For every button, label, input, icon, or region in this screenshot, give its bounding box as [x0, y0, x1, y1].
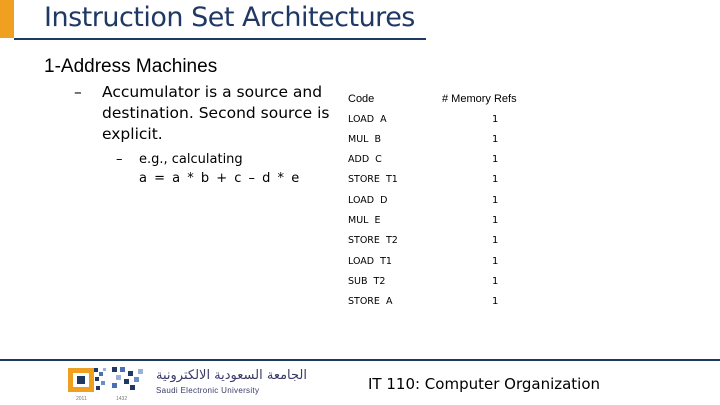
table-row: LOAD A 1: [348, 114, 548, 134]
bullet-sub-text: e.g., calculating: [139, 152, 243, 167]
slide-subtitle: 1-Address Machines: [44, 56, 218, 77]
bullet-dash: –: [74, 83, 82, 101]
row-code: LOAD D: [348, 195, 388, 206]
logo-english-name: Saudi Electronic University: [156, 386, 260, 395]
row-memory-refs: 1: [492, 276, 499, 287]
table-header-memory-refs: # Memory Refs: [442, 93, 517, 105]
row-memory-refs: 1: [492, 296, 499, 307]
table-row: LOAD T1 1: [348, 256, 548, 276]
logo-year-right: 1432: [116, 396, 128, 402]
logo-arabic-name: الجامعة السعودية الالكترونية: [156, 368, 307, 383]
title-accent-bar: [0, 0, 14, 38]
row-code: LOAD T1: [348, 256, 392, 267]
row-memory-refs: 1: [492, 174, 499, 185]
row-code: STORE T1: [348, 174, 398, 185]
row-code: SUB T2: [348, 276, 386, 287]
row-code: LOAD A: [348, 114, 387, 125]
row-code: STORE A: [348, 296, 393, 307]
table-row: MUL E 1: [348, 215, 548, 235]
slide-title: Instruction Set Architectures: [44, 2, 415, 33]
table-row: ADD C 1: [348, 154, 548, 174]
row-memory-refs: 1: [492, 195, 499, 206]
row-memory-refs: 1: [492, 256, 499, 267]
table-header-code: Code: [348, 93, 375, 105]
row-memory-refs: 1: [492, 134, 499, 145]
table-row: STORE T2 1: [348, 235, 548, 255]
logo-pattern-icon: [112, 367, 143, 390]
footer-course-name: IT 110: Computer Organization: [368, 375, 601, 393]
bullet-sub: – e.g., calculating a = a * b + c – d * …: [116, 150, 316, 188]
table-row: LOAD D 1: [348, 195, 548, 215]
logo-mark-icon: [68, 368, 106, 392]
row-code: MUL E: [348, 215, 381, 226]
university-logo: 2011 1432 الجامعة السعودية الالكترونية S…: [60, 362, 310, 405]
row-memory-refs: 1: [492, 235, 499, 246]
table-row: SUB T2 1: [348, 276, 548, 296]
bullet-sub-expression: a = a * b + c – d * e: [139, 171, 301, 186]
bullet-dash: –: [116, 152, 123, 167]
logo-year-left: 2011: [76, 396, 87, 402]
row-code: MUL B: [348, 134, 381, 145]
row-memory-refs: 1: [492, 154, 499, 165]
row-memory-refs: 1: [492, 114, 499, 125]
row-code: STORE T2: [348, 235, 398, 246]
title-underline: [14, 38, 426, 40]
row-code: ADD C: [348, 154, 382, 165]
table-row: STORE T1 1: [348, 174, 548, 194]
bullet-main-text: Accumulator is a source and destination.…: [102, 83, 330, 143]
table-row: MUL B 1: [348, 134, 548, 154]
bullet-main: – Accumulator is a source and destinatio…: [74, 82, 334, 145]
row-memory-refs: 1: [492, 215, 499, 226]
footer-divider: [0, 359, 720, 361]
table-row: STORE A 1: [348, 296, 548, 316]
